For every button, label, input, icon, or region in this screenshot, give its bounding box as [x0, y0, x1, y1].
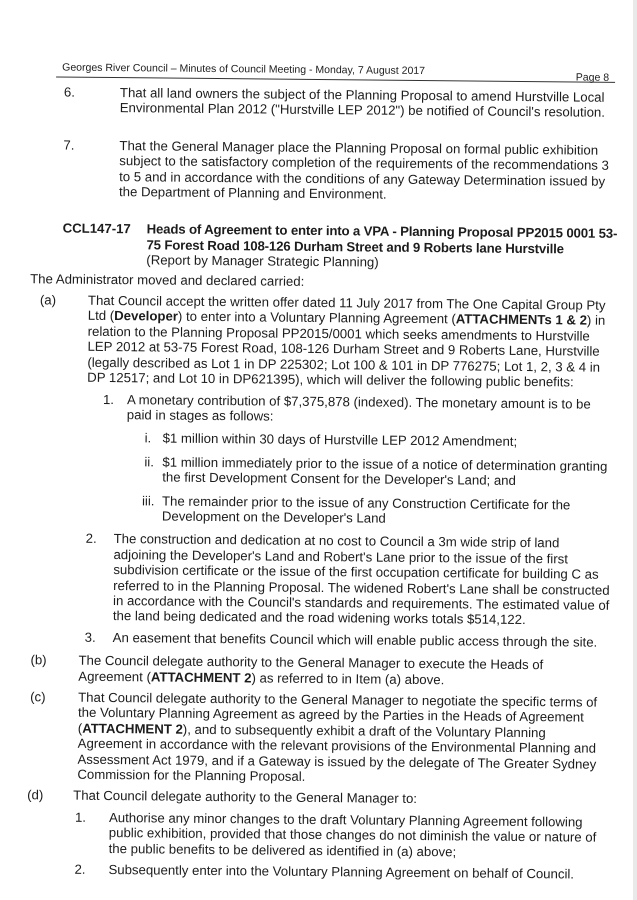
item-6-text: That all land owners the subject of the …: [119, 85, 606, 121]
a2-number: 2.: [85, 531, 97, 547]
page-header: Georges River Council – Minutes of Counc…: [56, 61, 616, 84]
stage-i-number: i.: [144, 430, 152, 446]
a3-text: An easement that benefits Council which …: [112, 629, 598, 650]
d1-number: 1.: [74, 809, 87, 825]
item-7-number: 7.: [63, 137, 75, 153]
a2: 2. The construction and dedication at no…: [85, 531, 615, 629]
d2-text: Subsequently enter into the Voluntary Pl…: [108, 862, 575, 882]
d1-text: Authorise any minor changes to the draft…: [108, 809, 597, 860]
d1: 1. Authorise any minor changes to the dr…: [75, 810, 612, 861]
stage-ii: ii. $1 million immediately prior to the …: [144, 454, 615, 489]
item-7-text: That the General Manager place the Plann…: [118, 137, 610, 202]
stage-iii: iii. The remainder prior to the issue of…: [142, 493, 605, 528]
a3: 3. An easement that benefits Council whi…: [85, 630, 614, 650]
scan-edge: [633, 0, 637, 900]
d-body: That Council delegate authority to the G…: [72, 788, 612, 882]
clause-c: (c) That Council delegate authority to t…: [29, 689, 613, 787]
stage-i: i. $1 million within 30 days of Hurstvil…: [145, 431, 616, 451]
stage-ii-text: $1 million immediately prior to the issu…: [162, 454, 608, 489]
clause-a: (a) That Council accept the written offe…: [37, 292, 617, 650]
section-code: CCL147-17: [62, 220, 131, 237]
a1-text: A monetary contribution of $7,375,878 (i…: [126, 391, 591, 424]
clause-d: (d) That Council delegate authority to t…: [26, 788, 612, 883]
section-title: Heads of Agreement to enter into a VPA -…: [146, 221, 618, 257]
stage-iii-number: iii.: [141, 492, 155, 508]
header-title: Georges River Council – Minutes of Counc…: [62, 61, 426, 78]
stage-i-text: $1 million within 30 days of Hurstville …: [162, 430, 518, 450]
item-7: 7. That the General Manager place the Pl…: [63, 137, 617, 204]
a-body: That Council accept the written offer da…: [85, 293, 617, 650]
stage-iii-text: The remainder prior to the issue of any …: [161, 493, 571, 526]
a-text: That Council accept the written offer da…: [87, 292, 606, 390]
b-text: The Council delegate authority to the Ge…: [78, 652, 544, 687]
section-heading: CCL147-17 Heads of Agreement to enter in…: [62, 221, 621, 273]
page-number: Page 8: [575, 71, 610, 84]
motion-text: The Administrator moved and declared car…: [30, 270, 305, 289]
clause-b: (b) The Council delegate authority to th…: [30, 652, 591, 688]
d-text: That Council delegate authority to the G…: [73, 788, 418, 807]
d2-number: 2.: [74, 861, 86, 877]
c-label: (c): [30, 689, 46, 705]
a2-text: The construction and dedication at no co…: [112, 531, 610, 628]
a-label: (a): [39, 292, 57, 308]
a1: 1. A monetary contribution of $7,375,878…: [103, 391, 616, 427]
d-label: (d): [27, 787, 44, 803]
a3-number: 3.: [84, 629, 96, 645]
item-6: 6. That all land owners the subject of t…: [64, 85, 617, 121]
d2: 2. Subsequently enter into the Voluntary…: [74, 862, 611, 883]
b-label: (b): [30, 652, 47, 668]
section-heading-text: Heads of Agreement to enter into a VPA -…: [146, 222, 621, 273]
c-text: That Council delegate authority to the G…: [77, 689, 598, 784]
a1-number: 1.: [102, 391, 115, 407]
item-6-number: 6.: [63, 84, 76, 100]
stage-ii-number: ii.: [144, 454, 155, 470]
